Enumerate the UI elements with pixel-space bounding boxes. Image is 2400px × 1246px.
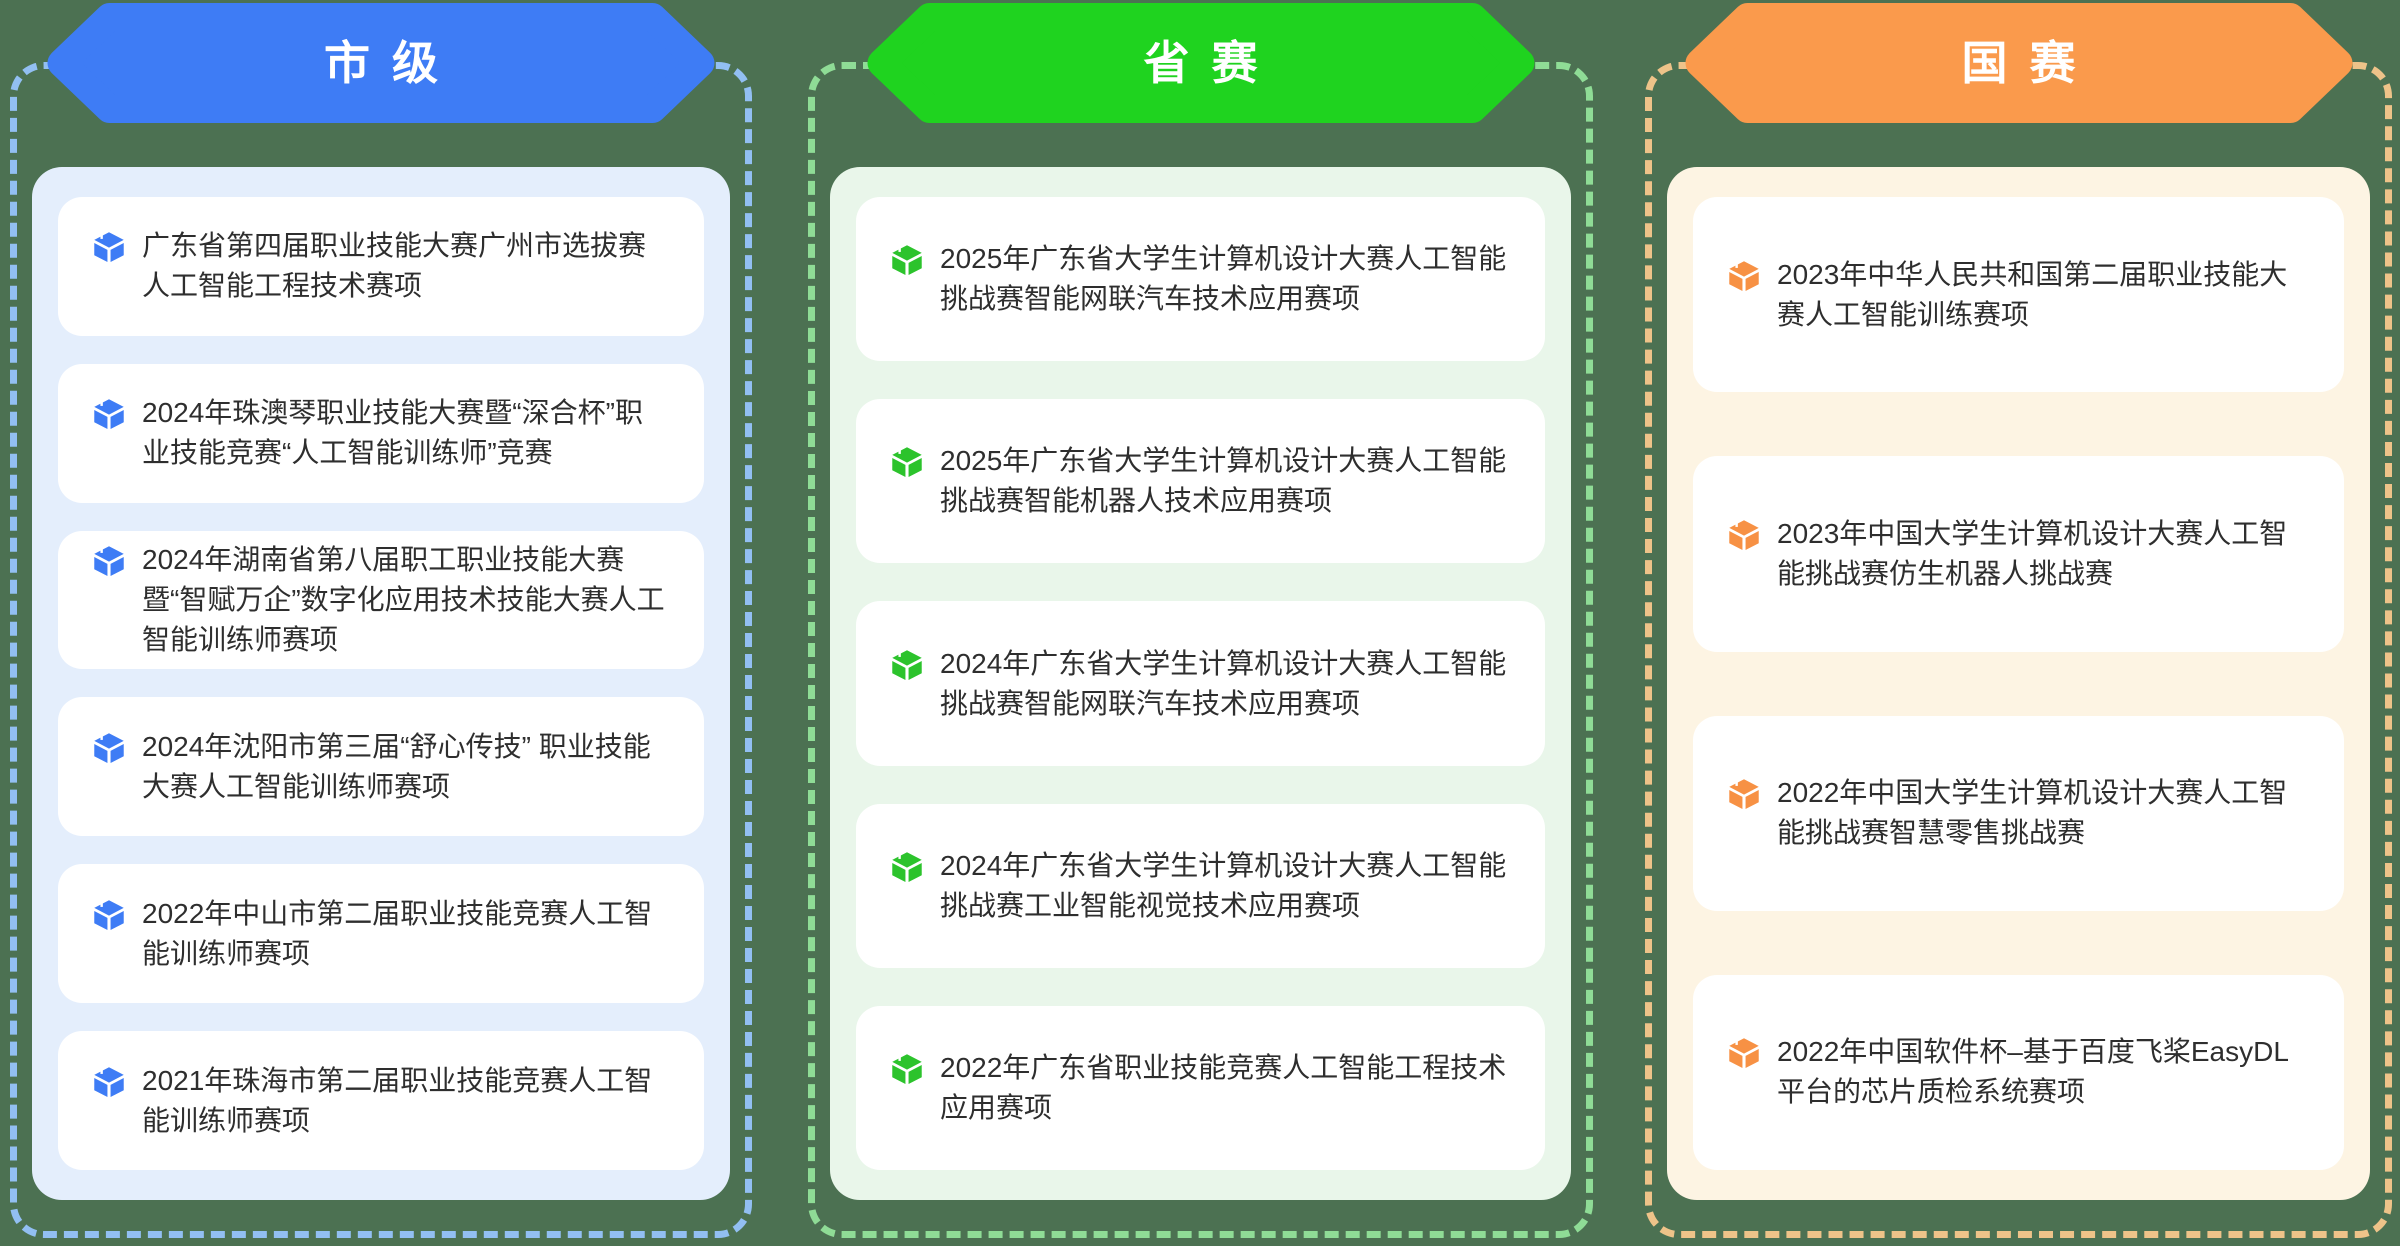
competition-name: 2024年沈阳市第三届“舒心传技” 职业技能大赛人工智能训练师赛项	[142, 730, 651, 802]
competition-name: 2024年广东省大学生计算机设计大赛人工智能挑战赛智能网联汽车技术应用赛项	[940, 647, 1507, 719]
package-cube-icon	[94, 546, 124, 577]
competition-name: 2023年中国大学生计算机设计大赛人工智能挑战赛仿生机器人挑战赛	[1777, 517, 2288, 589]
package-cube-icon	[892, 649, 922, 680]
competition-card: 2023年中华人民共和国第二届职业技能大赛人工智能训练赛项	[1693, 197, 2344, 393]
competition-name: 2022年中国大学生计算机设计大赛人工智能挑战赛智慧零售挑战赛	[1777, 777, 2288, 849]
province-header-title: 省赛	[1143, 37, 1280, 89]
competition-card: 2021年珠海市第二届职业技能竞赛人工智能训练师赛项	[58, 1031, 704, 1170]
package-cube-icon	[94, 232, 124, 263]
competition-name: 广东省第四届职业技能大赛广州市选拔赛人工智能工程技术赛项	[142, 230, 647, 302]
national-header-banner: 国赛	[1685, 3, 2352, 123]
package-cube-icon	[892, 447, 922, 478]
package-cube-icon	[94, 733, 124, 763]
competition-name: 2025年广东省大学生计算机设计大赛人工智能挑战赛智能网联汽车技术应用赛项	[940, 243, 1507, 315]
competition-card: 2025年广东省大学生计算机设计大赛人工智能挑战赛智能网联汽车技术应用赛项	[856, 197, 1545, 362]
package-cube-icon	[94, 399, 124, 430]
package-cube-icon	[892, 1054, 922, 1084]
package-cube-icon	[1729, 520, 1759, 550]
competition-card: 2023年中国大学生计算机设计大赛人工智能挑战赛仿生机器人挑战赛	[1693, 456, 2344, 652]
column-province: 2025年广东省大学生计算机设计大赛人工智能挑战赛智能网联汽车技术应用赛项 20…	[808, 0, 1593, 1246]
competition-name: 2024年湖南省第八届职工职业技能大赛暨“智赋万企”数字化应用技术技能大赛人工智…	[142, 544, 665, 656]
city-card-list: 广东省第四届职业技能大赛广州市选拔赛人工智能工程技术赛项 2024年珠澳琴职业技…	[32, 167, 730, 1200]
competition-name: 2025年广东省大学生计算机设计大赛人工智能挑战赛智能机器人技术应用赛项	[940, 445, 1507, 517]
package-cube-icon	[892, 245, 922, 276]
competition-card: 2024年广东省大学生计算机设计大赛人工智能挑战赛工业智能视觉技术应用赛项	[856, 803, 1545, 968]
competition-name: 2023年中华人民共和国第二届职业技能大赛人工智能训练赛项	[1777, 258, 2288, 330]
competition-card: 2025年广东省大学生计算机设计大赛人工智能挑战赛智能机器人技术应用赛项	[856, 399, 1545, 564]
column-national: 2023年中华人民共和国第二届职业技能大赛人工智能训练赛项 2023年中国大学生…	[1645, 0, 2392, 1246]
competition-name: 2024年珠澳琴职业技能大赛暨“深合杯”职业技能竞赛“人工智能训练师”竞赛	[142, 397, 643, 469]
city-header-banner: 市级	[47, 3, 715, 123]
competition-card: 2024年珠澳琴职业技能大赛暨“深合杯”职业技能竞赛“人工智能训练师”竞赛	[58, 363, 704, 503]
city-header-title: 市级	[324, 37, 460, 89]
competition-card: 2024年沈阳市第三届“舒心传技” 职业技能大赛人工智能训练师赛项	[58, 697, 704, 837]
package-cube-icon	[94, 1066, 124, 1097]
competition-name: 2022年广东省职业技能竞赛人工智能工程技术应用赛项	[940, 1051, 1507, 1123]
package-cube-icon	[94, 899, 124, 930]
column-city: 广东省第四届职业技能大赛广州市选拔赛人工智能工程技术赛项 2024年珠澳琴职业技…	[10, 0, 752, 1246]
competition-card: 2022年中国大学生计算机设计大赛人工智能挑战赛智慧零售挑战赛	[1693, 715, 2344, 911]
hexagon-banner-shape	[47, 3, 715, 123]
competition-card: 2024年广东省大学生计算机设计大赛人工智能挑战赛智能网联汽车技术应用赛项	[856, 601, 1545, 766]
package-cube-icon	[892, 851, 922, 882]
package-cube-icon	[1729, 1038, 1759, 1069]
competition-name: 2022年中山市第二届职业技能竞赛人工智能训练师赛项	[142, 897, 653, 969]
package-cube-icon	[1729, 260, 1759, 291]
competition-card: 广东省第四届职业技能大赛广州市选拔赛人工智能工程技术赛项	[58, 197, 704, 336]
province-card-list: 2025年广东省大学生计算机设计大赛人工智能挑战赛智能网联汽车技术应用赛项 20…	[830, 167, 1571, 1200]
competition-name: 2022年中国软件杯–基于百度飞桨EasyDL平台的芯片质检系统赛项	[1777, 1036, 2289, 1108]
national-card-list: 2023年中华人民共和国第二届职业技能大赛人工智能训练赛项 2023年中国大学生…	[1667, 167, 2370, 1200]
hexagon-banner-shape	[867, 3, 1534, 123]
competition-name: 2021年珠海市第二届职业技能竞赛人工智能训练师赛项	[142, 1064, 653, 1136]
hexagon-banner-shape	[1685, 3, 2352, 123]
province-header-banner: 省赛	[867, 3, 1534, 123]
competition-card: 2022年广东省职业技能竞赛人工智能工程技术应用赛项	[856, 1005, 1545, 1171]
competition-name: 2024年广东省大学生计算机设计大赛人工智能挑战赛工业智能视觉技术应用赛项	[940, 849, 1507, 921]
competition-card: 2024年湖南省第八届职工职业技能大赛暨“智赋万企”数字化应用技术技能大赛人工智…	[58, 530, 704, 670]
competition-card: 2022年中山市第二届职业技能竞赛人工智能训练师赛项	[58, 864, 704, 1004]
package-cube-icon	[1729, 779, 1759, 810]
competition-card: 2022年中国软件杯–基于百度飞桨EasyDL平台的芯片质检系统赛项	[1693, 974, 2344, 1170]
national-header-title: 国赛	[1961, 37, 2098, 89]
